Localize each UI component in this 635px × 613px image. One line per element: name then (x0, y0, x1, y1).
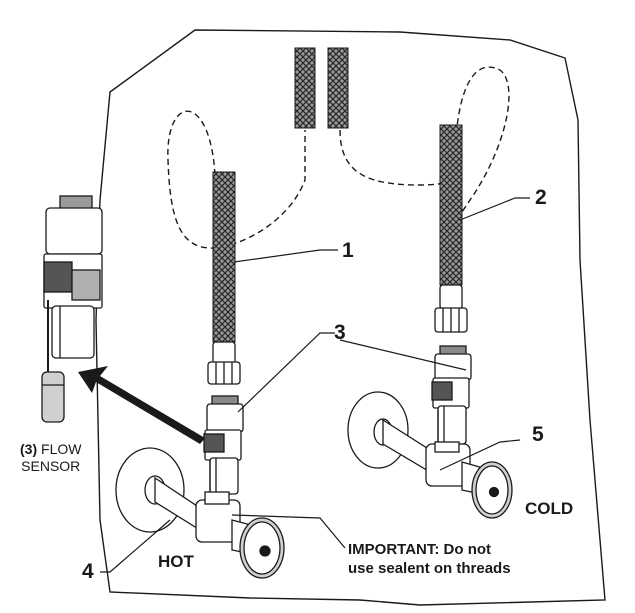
callout-1: 1 (342, 239, 354, 262)
important-note-line1: IMPORTANT: Do not (348, 541, 492, 558)
flow-sensor-arrow (78, 366, 205, 444)
flow-sensor-detail (41, 195, 103, 423)
hot-hose-fitting (207, 341, 241, 385)
cold-hose-fitting (434, 284, 468, 333)
cold-label: COLD (525, 499, 574, 518)
hose-top-left (294, 47, 316, 129)
important-note: IMPORTANT: Do not use sealent on threads (348, 540, 511, 578)
leader-lines (100, 197, 530, 573)
hot-flow-sensor (203, 395, 244, 500)
cold-valve (347, 391, 513, 519)
callout-3: 3 (334, 321, 346, 344)
flow-sensor-word: FLOW (41, 441, 82, 457)
hot-hose-loop (167, 110, 306, 249)
important-note-line2: use sealent on threads (348, 560, 511, 577)
callout-2: 2 (535, 186, 547, 209)
hot-label: HOT (158, 552, 194, 571)
hot-hose (212, 171, 236, 343)
hose-top-right (327, 47, 349, 129)
hot-valve (115, 447, 285, 579)
flow-sensor-qty: (3) (20, 441, 38, 457)
cold-hose (439, 124, 463, 286)
callout-5: 5 (532, 423, 544, 446)
flow-sensor-line2: SENSOR (21, 458, 81, 474)
callout-4: 4 (82, 560, 94, 583)
flow-sensor-label: (3) FLOW SENSOR (20, 441, 81, 475)
